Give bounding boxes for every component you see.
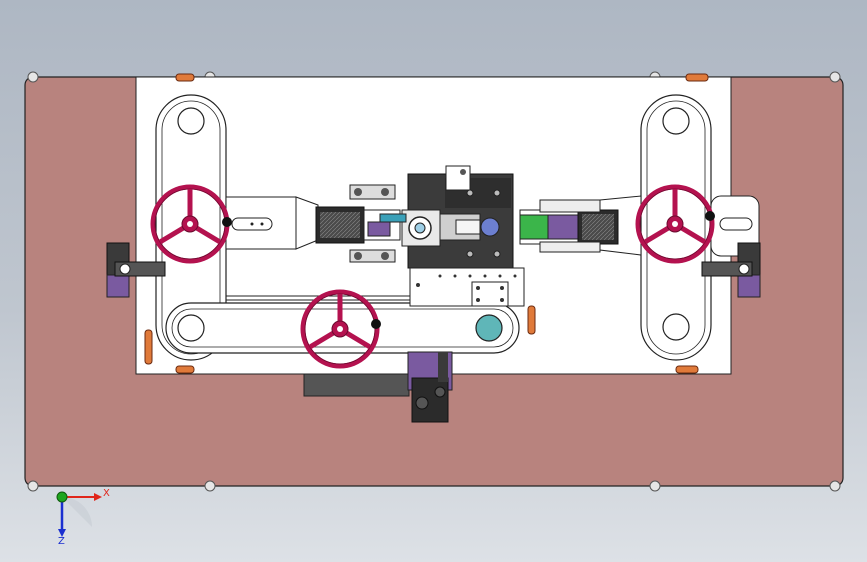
y-axis-dot <box>56 491 68 503</box>
coordinate-triad: X Z <box>56 488 110 547</box>
z-axis-label: Z <box>58 536 65 547</box>
x-axis-label: X <box>103 488 110 499</box>
fixture-base-plate[interactable] <box>409 267 525 307</box>
left-slotted-link[interactable] <box>225 196 319 250</box>
handwheel-left[interactable] <box>150 184 232 264</box>
right-clamp-cylinder[interactable] <box>519 199 619 253</box>
left-side-toggle-clamp[interactable] <box>106 242 166 298</box>
handwheel-right[interactable] <box>635 184 715 264</box>
central-fixture-block[interactable] <box>379 165 514 269</box>
right-side-toggle-clamp[interactable] <box>701 242 761 298</box>
bottom-clamp-cylinder[interactable] <box>407 351 453 423</box>
handwheel-bottom[interactable] <box>300 289 381 369</box>
lower-block <box>303 373 410 397</box>
locating-pin-handles[interactable] <box>144 73 709 374</box>
